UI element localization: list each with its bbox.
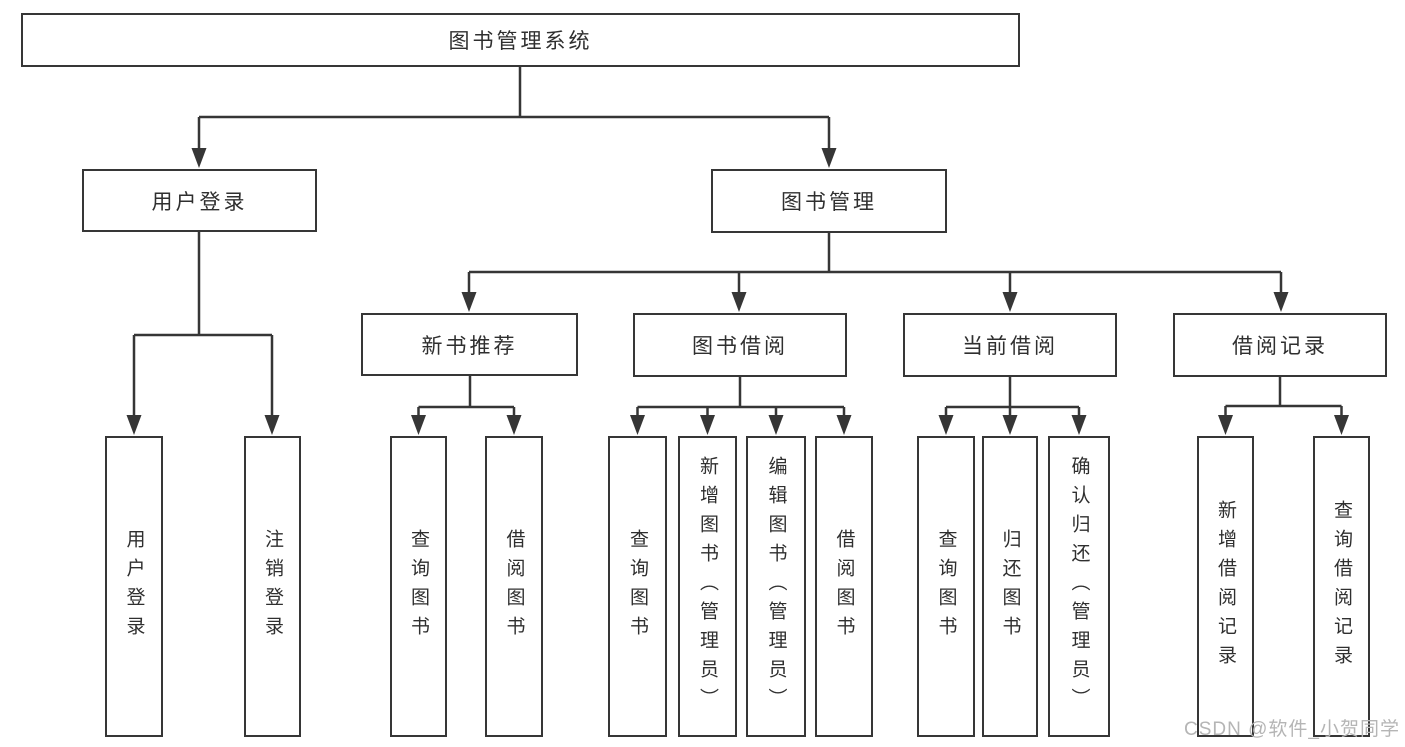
arrowhead [461, 292, 477, 312]
arrowhead [836, 415, 852, 435]
node-new-book-recommend-label: 新书推荐 [421, 334, 518, 358]
node-book-borrowing: 图书借阅 [633, 313, 847, 377]
arrowhead [1218, 415, 1233, 435]
arrowhead [1002, 415, 1018, 435]
arrowhead [506, 415, 522, 435]
node-book-borrowing-label: 图书借阅 [692, 335, 788, 358]
leaf-user-login-label: 用户登录 [123, 528, 145, 645]
node-borrowing-records-label: 借阅记录 [1232, 335, 1328, 358]
arrowhead [1334, 415, 1349, 435]
node-book-management: 图书管理 [711, 169, 947, 233]
arrowhead [731, 292, 747, 312]
arrowhead [1002, 292, 1018, 312]
leaf-borrow-borrow-books: 借阅图书 [815, 436, 873, 737]
node-new-book-recommend: 新书推荐 [361, 313, 578, 376]
leaf-newbook-borrow-books-label: 借阅图书 [503, 528, 525, 645]
connector-newbookrec-to-children [417, 376, 516, 417]
csdn-watermark: CSDN @软件_小贺同学 [1184, 719, 1400, 740]
leaf-query-borrow-record: 查询借阅记录 [1313, 436, 1370, 737]
connector-userlogin-to-children [132, 232, 274, 417]
leaf-return-books: 归还图书 [982, 436, 1038, 737]
leaf-add-borrow-record: 新增借阅记录 [1197, 436, 1254, 737]
node-user-login-label: 用户登录 [151, 190, 248, 214]
node-borrowing-records: 借阅记录 [1173, 313, 1387, 377]
leaf-logout-label: 注销登录 [262, 528, 283, 645]
connector-bookborrow-to-children [636, 377, 846, 417]
node-user-login: 用户登录 [82, 169, 317, 232]
arrowhead [264, 415, 280, 435]
connector-bookmgmt-to-level3 [467, 233, 1283, 294]
leaf-edit-books-admin-label: 编辑图书（管理员） [765, 456, 787, 717]
node-root-label: 图书管理系统 [448, 30, 593, 53]
leaf-borrow-query-books: 查询图书 [608, 436, 667, 737]
arrowhead [768, 415, 784, 435]
arrowhead [630, 415, 645, 435]
leaf-newbook-query-books-label: 查询图书 [408, 528, 429, 645]
arrowhead [938, 415, 954, 435]
leaf-confirm-return-admin: 确认归还（管理员） [1048, 436, 1110, 737]
leaf-newbook-query-books: 查询图书 [390, 436, 447, 737]
arrowhead [191, 148, 207, 168]
leaf-add-borrow-record-label: 新增借阅记录 [1215, 499, 1236, 674]
arrowhead [700, 415, 715, 435]
leaf-user-login: 用户登录 [105, 436, 163, 737]
leaf-borrow-borrow-books-label: 借阅图书 [833, 528, 855, 645]
connector-root-to-level2 [197, 67, 831, 150]
arrowhead [411, 415, 426, 435]
node-book-management-label: 图书管理 [781, 191, 877, 214]
leaf-return-books-label: 归还图书 [999, 528, 1021, 645]
arrowhead [126, 415, 142, 435]
leaf-edit-books-admin: 编辑图书（管理员） [746, 436, 806, 737]
arrowhead [1273, 292, 1289, 312]
node-current-borrowing: 当前借阅 [903, 313, 1117, 377]
node-current-borrowing-label: 当前借阅 [962, 335, 1058, 358]
leaf-current-query-books-label: 查询图书 [935, 528, 957, 645]
connector-borrowrecord-to-children [1224, 376, 1343, 417]
leaf-confirm-return-admin-label: 确认归还（管理员） [1068, 456, 1090, 717]
leaf-newbook-borrow-books: 借阅图书 [485, 436, 543, 737]
arrowhead [821, 148, 837, 168]
leaf-current-query-books: 查询图书 [917, 436, 975, 737]
leaf-add-books-admin-label: 新增图书（管理员） [697, 456, 718, 717]
leaf-logout: 注销登录 [244, 436, 301, 737]
node-root: 图书管理系统 [21, 13, 1020, 67]
leaf-borrow-query-books-label: 查询图书 [627, 528, 648, 645]
arrowhead [1071, 415, 1087, 435]
leaf-query-borrow-record-label: 查询借阅记录 [1331, 499, 1352, 674]
connector-currentborrow-to-children [944, 377, 1081, 417]
leaf-add-books-admin: 新增图书（管理员） [678, 436, 737, 737]
